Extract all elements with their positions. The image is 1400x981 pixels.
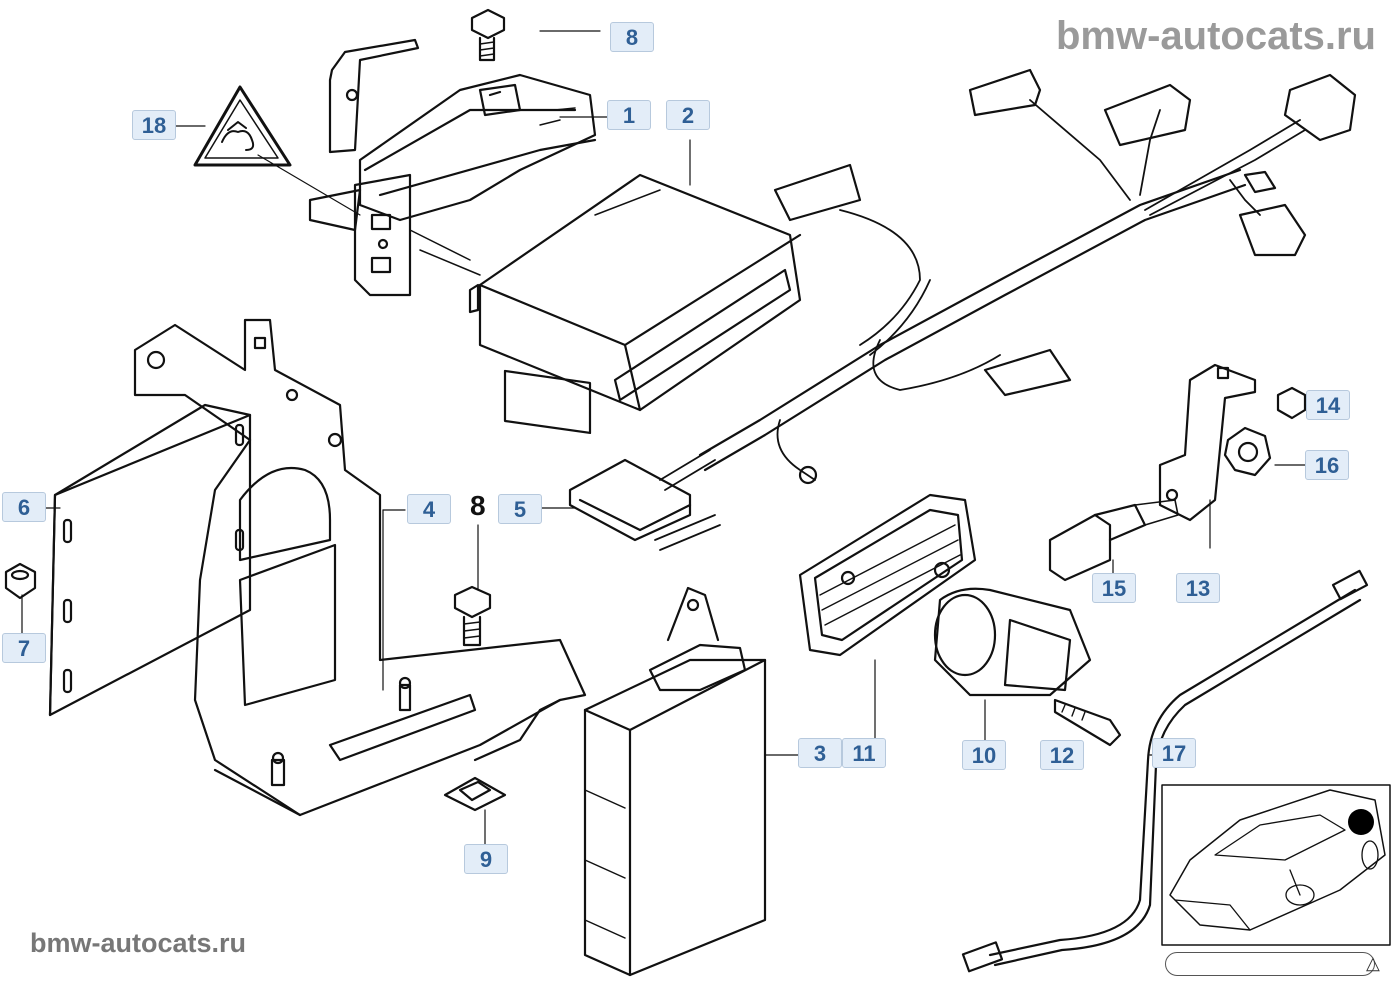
antenna-cable	[961, 569, 1369, 973]
callout-2[interactable]: 2	[666, 100, 710, 130]
sensor-bracket	[1158, 363, 1257, 522]
callout-17[interactable]: 17	[1152, 738, 1196, 768]
callout-15[interactable]: 15	[1092, 573, 1136, 603]
callout-7[interactable]: 7	[2, 633, 46, 663]
watermark-bottom: bmw-autocats.ru	[30, 928, 247, 958]
triangle-icon: △	[1366, 953, 1380, 973]
callout-10[interactable]: 10	[962, 740, 1006, 770]
nut-icon	[1223, 426, 1272, 477]
location-marker-icon	[1348, 809, 1374, 835]
mounting-plate	[48, 403, 252, 717]
electronic-module	[583, 586, 767, 977]
nut-icon	[1276, 386, 1307, 420]
wire-harness	[659, 99, 1306, 491]
callout-8[interactable]: 8	[610, 22, 654, 52]
callout-4[interactable]: 4	[407, 494, 451, 524]
control-unit-box	[468, 173, 802, 435]
mounting-bracket	[133, 318, 587, 817]
connector-plug	[568, 458, 721, 551]
callout-9[interactable]: 9	[464, 844, 508, 874]
clip-nut-icon	[443, 776, 507, 812]
speaker-grille	[798, 493, 977, 657]
nut-icon	[4, 562, 37, 600]
callout-14[interactable]: 14	[1306, 390, 1350, 420]
bolt-icon	[470, 8, 506, 62]
callout-3[interactable]: 3	[798, 738, 842, 768]
label-8-plain: 8	[470, 490, 486, 521]
leader-lines	[21, 30, 1311, 846]
callout-18[interactable]: 18	[132, 110, 176, 140]
sensor-icon	[1048, 499, 1179, 582]
watermark-top: bmw-autocats.ru	[1055, 14, 1376, 58]
callout-11[interactable]: 11	[842, 738, 886, 768]
callout-6[interactable]: 6	[2, 492, 46, 522]
vehicle-location-inset	[1161, 784, 1391, 946]
warning-triangle-icon	[193, 85, 292, 167]
callout-13[interactable]: 13	[1176, 573, 1220, 603]
inset-caption-bar	[1165, 952, 1375, 976]
sensor-unit	[933, 587, 1092, 697]
callout-5[interactable]: 5	[498, 494, 542, 524]
holder-bracket	[308, 38, 597, 297]
connector-icon	[773, 68, 1357, 485]
callout-12[interactable]: 12	[1040, 740, 1084, 770]
bolt-icon	[453, 585, 492, 647]
screw-icon	[1053, 698, 1122, 747]
callout-1[interactable]: 1	[607, 100, 651, 130]
callout-16[interactable]: 16	[1305, 450, 1349, 480]
